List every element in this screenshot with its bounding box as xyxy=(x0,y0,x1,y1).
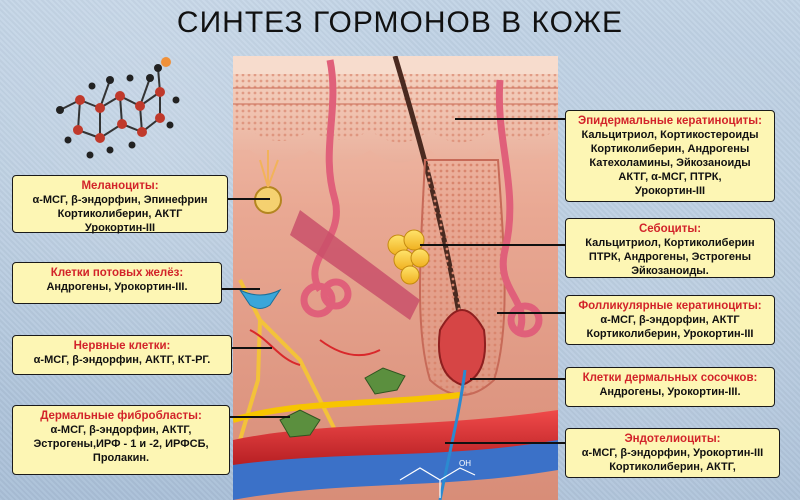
oh-label: OH xyxy=(459,459,471,468)
sebocytes-box: Себоциты: Кальцитриол, Кортиколиберин ПТ… xyxy=(565,218,775,278)
box-line: Андрогены, Урокортин-III. xyxy=(599,386,741,398)
connector-melanocytes xyxy=(228,198,270,200)
box-line: α-МСГ, β-эндорфин, Эпинефрин xyxy=(32,194,208,206)
box-line: α-МСГ, β-эндорфин, Урокортин-III xyxy=(581,447,764,459)
box-line: Эстрогены,ИРФ - 1 и -2, ИРФСБ, xyxy=(33,438,209,450)
nerve-cells-box: Нервные клетки: α-МСГ, β-эндорфин, АКТГ,… xyxy=(12,335,232,375)
connector-nerve xyxy=(232,347,272,349)
box-line: Катехоламины, Эйкозаноиды xyxy=(589,157,751,169)
box-header: Эпидермальные кератиноциты: xyxy=(578,115,762,127)
box-line: Кортиколиберин, Урокортин-III xyxy=(586,328,754,340)
sweat-glands-box: Клетки потовых желёз: Андрогены, Урокорт… xyxy=(12,262,222,304)
box-line: Пролакин. xyxy=(92,452,150,464)
box-line: АКТГ, α-МСГ, ПТРК, xyxy=(618,171,722,183)
box-line: α-МСГ, β-эндорфин, АКТГ, xyxy=(50,424,192,436)
connector-follicular xyxy=(497,312,567,314)
box-line: Кальцитриол, Кортикостероиды xyxy=(581,129,759,141)
box-header: Клетки дермальных сосочков: xyxy=(582,372,758,384)
connector-epidermal xyxy=(455,118,565,120)
box-line: α-МСГ, β-эндорфин, АКТГ, КТ-РГ. xyxy=(33,354,211,366)
dermal-papilla-box: Клетки дермальных сосочков: Андрогены, У… xyxy=(565,367,775,407)
fibroblasts-box: Дермальные фибробласты: α-МСГ, β-эндорфи… xyxy=(12,405,230,475)
box-line: Урокортин-III xyxy=(84,222,156,234)
connector-sebocytes xyxy=(420,244,565,246)
endotheliocytes-box: Эндотелиоциты: α-МСГ, β-эндорфин, Урокор… xyxy=(565,428,780,478)
connector-papilla xyxy=(470,378,567,380)
epidermal-keratinocytes-box: Эпидермальные кератиноциты: Кальцитриол,… xyxy=(565,110,775,202)
box-header: Дермальные фибробласты: xyxy=(40,410,202,422)
box-line: Эйкозаноиды. xyxy=(631,265,709,277)
box-header: Меланоциты: xyxy=(81,180,159,192)
box-header: Фолликулярные кератиноциты: xyxy=(578,300,762,312)
connector-sweat xyxy=(220,288,260,290)
box-line: ПТРК, Андрогены, Эстрогены xyxy=(588,251,752,263)
page-title: СИНТЕЗ ГОРМОНОВ В КОЖЕ xyxy=(176,6,624,39)
box-header: Эндотелиоциты: xyxy=(624,433,721,445)
box-line: Кортиколиберин, АКТГ xyxy=(57,208,183,220)
connector-fibroblast xyxy=(230,416,290,418)
box-line: α-МСГ, β-эндорфин, АКТГ xyxy=(600,314,740,326)
follicular-keratinocytes-box: Фолликулярные кератиноциты: α-МСГ, β-энд… xyxy=(565,295,775,345)
box-header: Нервные клетки: xyxy=(73,340,171,352)
box-line: Кортиколиберин, Андрогены xyxy=(590,143,750,155)
box-line: Кальцитриол, Кортиколиберин xyxy=(585,237,755,249)
box-line: Кортиколиберин, АКТГ, xyxy=(609,461,736,473)
melanocytes-box: Меланоциты: α-МСГ, β-эндорфин, Эпинефрин… xyxy=(12,175,228,234)
box-header: Себоциты: xyxy=(638,223,702,235)
connector-endothelial xyxy=(445,442,567,444)
box-line: Андрогены, Урокортин-III. xyxy=(46,281,188,293)
box-line: Урокортин-III xyxy=(634,185,706,197)
steroid-molecule-icon xyxy=(56,57,180,159)
box-header: Клетки потовых желёз: xyxy=(50,267,184,279)
